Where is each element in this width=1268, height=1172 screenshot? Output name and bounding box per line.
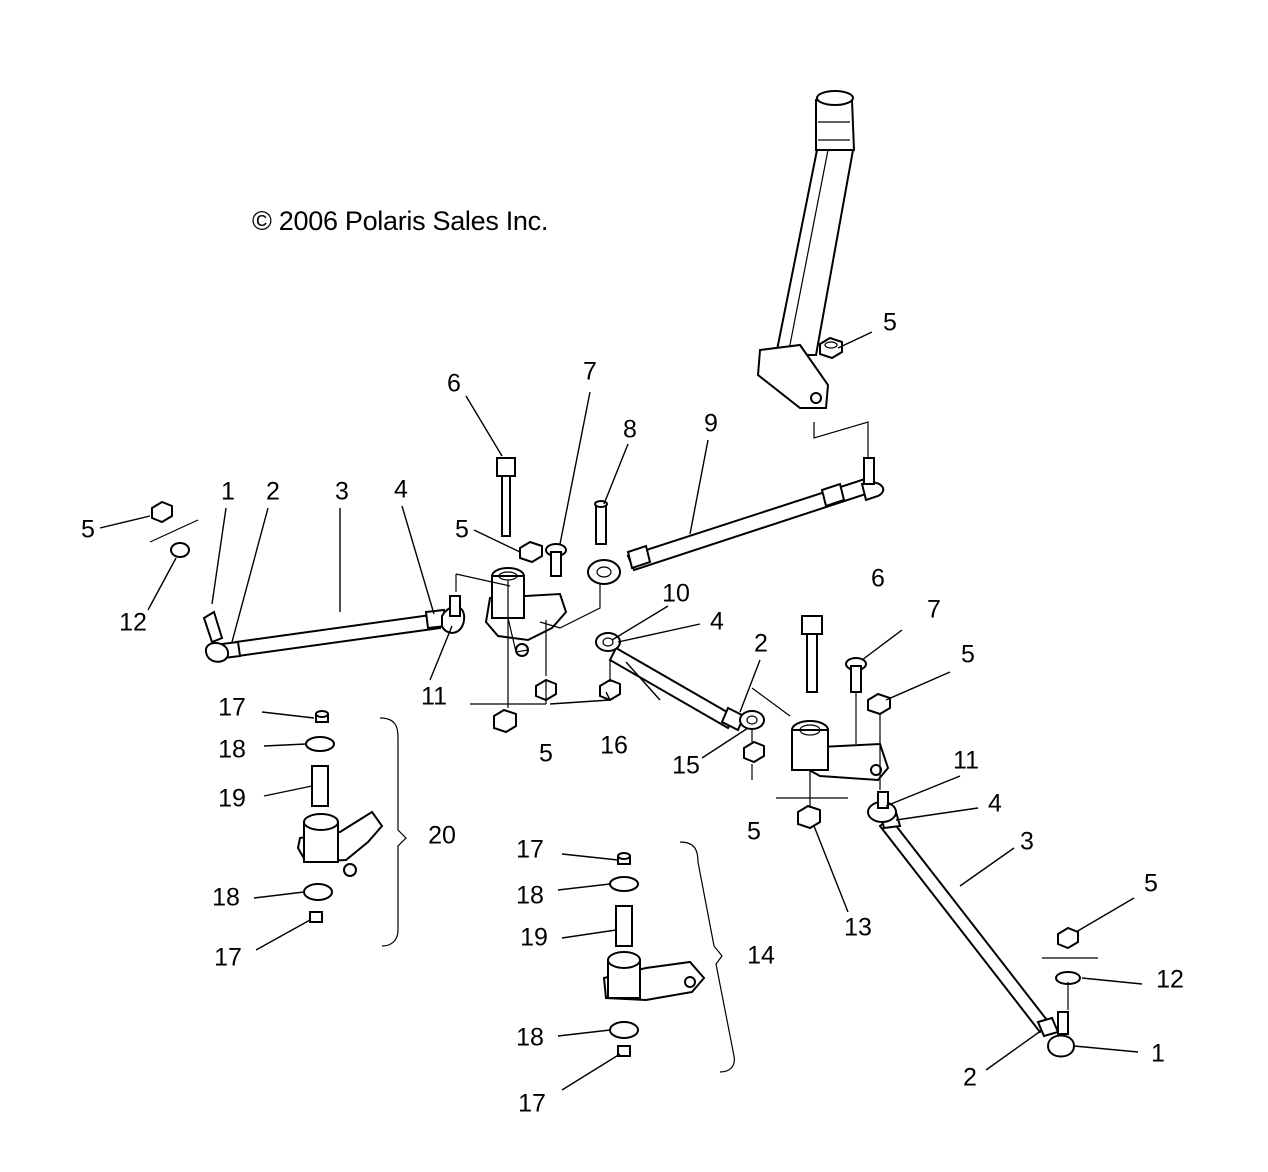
copyright-notice: © 2006 Polaris Sales Inc. [252, 206, 549, 236]
callout-5: 5 [747, 817, 761, 846]
callout-5: 5 [539, 739, 553, 768]
callout-1: 1 [1151, 1039, 1165, 1068]
callout-4: 4 [988, 789, 1002, 818]
callout-6: 6 [871, 564, 885, 593]
callout-13: 13 [844, 913, 872, 942]
callout-5: 5 [455, 515, 469, 544]
callout-11: 11 [421, 682, 447, 711]
callout-8: 8 [623, 415, 637, 444]
callout-7: 7 [583, 357, 597, 386]
callout-2: 2 [963, 1063, 977, 1092]
bolt-6-left [496, 457, 516, 537]
center-tie-rod [587, 457, 885, 585]
callout-18: 18 [212, 883, 240, 912]
left-pitman-arm [484, 567, 568, 657]
callout-3: 3 [1020, 827, 1034, 856]
left-tie-rod [202, 595, 466, 663]
callout-17: 17 [516, 835, 544, 864]
callout-19: 19 [218, 784, 246, 813]
callout-5: 5 [961, 640, 975, 669]
callout-14: 14 [747, 941, 775, 970]
callout-17: 17 [518, 1089, 546, 1118]
assembly-lines [149, 421, 1098, 1010]
callout-5: 5 [81, 515, 95, 544]
callout-9: 9 [704, 409, 718, 438]
flange-nut-top [819, 336, 843, 360]
callout-7: 7 [927, 595, 941, 624]
connecting-link [595, 632, 765, 732]
callout-17: 17 [214, 943, 242, 972]
callout-1: 1 [221, 477, 235, 506]
callout-5: 5 [883, 308, 897, 337]
steering-post [756, 90, 856, 409]
bolt-6-right [801, 615, 823, 693]
callout-19: 19 [520, 923, 548, 952]
idler-kit-14 [602, 841, 735, 1073]
bolt-8 [594, 500, 608, 545]
callout-18: 18 [516, 881, 544, 910]
callout-10: 10 [662, 579, 690, 608]
callout-12: 12 [1156, 965, 1184, 994]
callout-4: 4 [394, 475, 408, 504]
right-pitman-arm [791, 720, 890, 782]
callout-18: 18 [218, 735, 246, 764]
callout-12: 12 [119, 608, 147, 637]
callout-16: 16 [600, 731, 628, 760]
callout-20: 20 [428, 821, 456, 850]
callout-18: 18 [516, 1023, 544, 1052]
bolt-7-left [545, 543, 567, 577]
callout-17: 17 [218, 693, 246, 722]
callout-11: 11 [953, 746, 979, 775]
callout-5: 5 [1144, 869, 1158, 898]
callout-6: 6 [447, 369, 461, 398]
callout-2: 2 [754, 629, 768, 658]
callout-4: 4 [710, 607, 724, 636]
callout-3: 3 [335, 477, 349, 506]
right-tie-rod [867, 791, 1076, 1058]
bolt-7-right [845, 657, 867, 693]
idler-kit-20 [296, 710, 407, 947]
leader-lines [99, 331, 1143, 1091]
callout-2: 2 [266, 477, 280, 506]
callout-15: 15 [672, 751, 700, 780]
washers [170, 542, 1081, 985]
